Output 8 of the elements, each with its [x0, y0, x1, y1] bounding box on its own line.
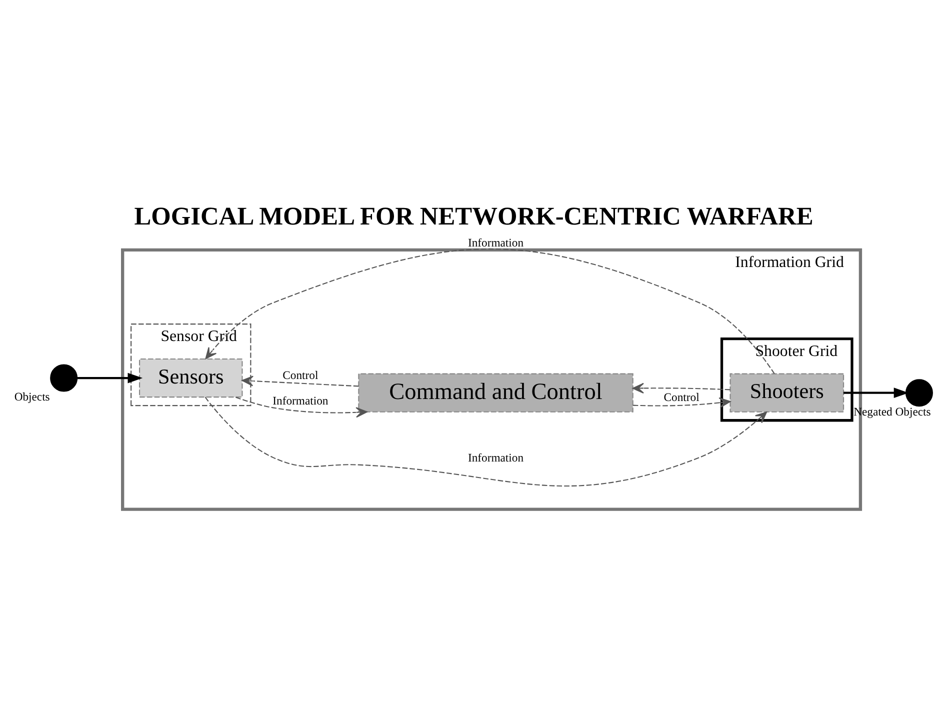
diagram-title: LOGICAL MODEL FOR NETWORK-CENTRIC WARFARE	[134, 202, 814, 231]
edge-label: Control	[664, 391, 700, 404]
edge-label: Information	[468, 451, 524, 464]
edge-label: Information	[272, 394, 328, 408]
node-label: Objects	[14, 390, 50, 404]
edge-label: Information	[468, 236, 524, 250]
node-label: Negated Objects	[854, 405, 931, 418]
edge-label: Control	[282, 368, 318, 382]
